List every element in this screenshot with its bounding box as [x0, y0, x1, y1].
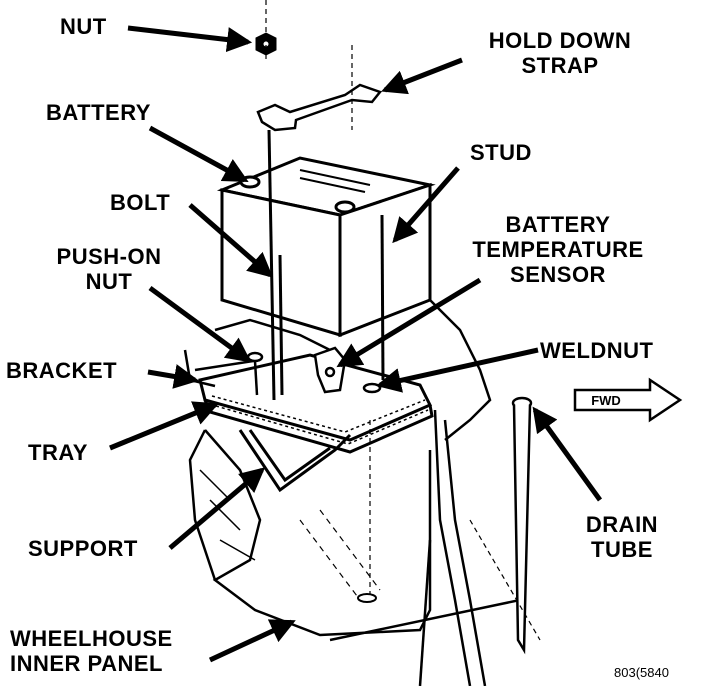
label-battery: BATTERY [46, 100, 151, 125]
label-drain-tube-line1: DRAIN [585, 512, 659, 537]
wheelhouse-inner-panel [188, 299, 521, 686]
support [238, 429, 352, 493]
label-wheelhouse-line1: WHEELHOUSE [10, 626, 173, 651]
label-hold-down-strap-line2: STRAP [521, 53, 599, 78]
arrow-tray [109, 401, 219, 451]
battery-temperature-sensor [313, 346, 347, 394]
arrow-push-on-nut [148, 285, 252, 363]
label-drain-tube: DRAIN TUBE [562, 512, 682, 562]
arrow-stud [392, 166, 460, 244]
label-bracket: BRACKET [6, 358, 118, 383]
label-sensor-line1: BATTERY [505, 212, 611, 237]
label-sensor-line3: SENSOR [510, 262, 606, 287]
label-nut: NUT [60, 14, 107, 39]
label-sensor-line2: TEMPERATURE [472, 237, 644, 262]
label-push-on-nut-line1: PUSH-ON [56, 244, 162, 269]
arrow-support [168, 467, 266, 550]
battery [216, 156, 436, 338]
arrow-weldnut [375, 347, 539, 393]
nut [255, 32, 277, 56]
label-tray: TRAY [28, 440, 88, 465]
label-battery-temperature-sensor: BATTERY TEMPERATURE SENSOR [448, 212, 668, 287]
label-wheelhouse-inner-panel: WHEELHOUSE INNER PANEL [10, 626, 173, 676]
label-push-on-nut-line2: NUT [85, 269, 133, 294]
push-on-nut [246, 351, 264, 396]
label-support: SUPPORT [28, 536, 138, 561]
fwd-arrow-icon: FWD [573, 377, 683, 423]
label-stud: STUD [470, 140, 532, 165]
figure-id: 803(5840 [614, 665, 669, 680]
label-hold-down-strap-line1: HOLD DOWN [488, 28, 632, 53]
arrow-drain-tube [532, 406, 603, 502]
label-weldnut: WELDNUT [540, 338, 654, 363]
hold-down-strap [256, 83, 383, 132]
drain-tube [469, 396, 541, 655]
arrow-battery [148, 125, 249, 183]
label-push-on-nut: PUSH-ON NUT [34, 244, 184, 294]
arrow-bracket [147, 364, 200, 389]
fwd-label: FWD [591, 393, 621, 408]
label-hold-down-strap: HOLD DOWN STRAP [462, 28, 658, 78]
label-drain-tube-line2: TUBE [591, 537, 653, 562]
arrow-bolt [188, 203, 274, 278]
weldnut [362, 382, 382, 394]
label-wheelhouse-line2: INNER PANEL [10, 651, 163, 676]
arrow-nut [127, 25, 253, 53]
stud [351, 45, 385, 603]
leader-arrows [109, 25, 603, 663]
arrow-battery-temperature-sensor [336, 277, 482, 368]
arrow-hold-down-strap [381, 57, 463, 95]
label-bolt: BOLT [110, 190, 171, 215]
arrow-wheelhouse-inner-panel [208, 619, 296, 663]
